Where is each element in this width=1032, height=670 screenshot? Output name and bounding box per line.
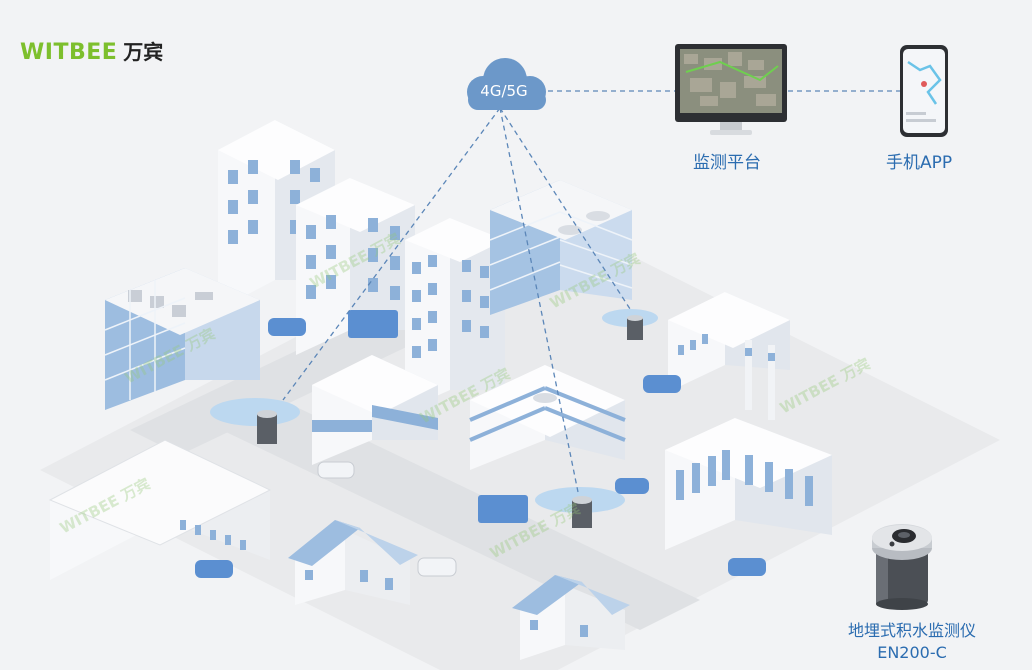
logo-text-cn: 万宾 — [123, 40, 164, 64]
building-tower — [296, 178, 415, 355]
sensor-model: EN200-C — [877, 643, 947, 662]
network-label: 4G/5G — [480, 82, 528, 100]
cloud-icon — [467, 58, 546, 110]
monitor-icon — [675, 44, 787, 135]
house — [288, 520, 418, 605]
sensor-name: 地埋式积水监测仪 — [847, 621, 976, 640]
brand-logo: WITBEE 万宾 — [20, 36, 163, 65]
platform-label: 监测平台 — [693, 153, 761, 173]
sensor-marker — [257, 315, 643, 528]
building-office — [104, 268, 260, 410]
link-lines — [282, 90, 900, 493]
building-warehouse — [48, 439, 272, 580]
road — [180, 380, 700, 630]
app-label: 手机APP — [886, 153, 953, 173]
logo-text-en: WITBEE — [20, 40, 118, 65]
water-puddle — [210, 309, 658, 513]
sensor-product-image — [872, 524, 932, 610]
building-factory — [668, 292, 790, 420]
building-mid — [312, 355, 438, 465]
phone-icon — [900, 45, 948, 137]
house — [512, 575, 630, 660]
vehicle — [195, 310, 766, 578]
vehicle — [317, 461, 457, 577]
building-factory — [665, 418, 832, 550]
sensor-caption: 地埋式积水监测仪 EN200-C — [822, 620, 1002, 664]
building-office — [489, 180, 633, 315]
